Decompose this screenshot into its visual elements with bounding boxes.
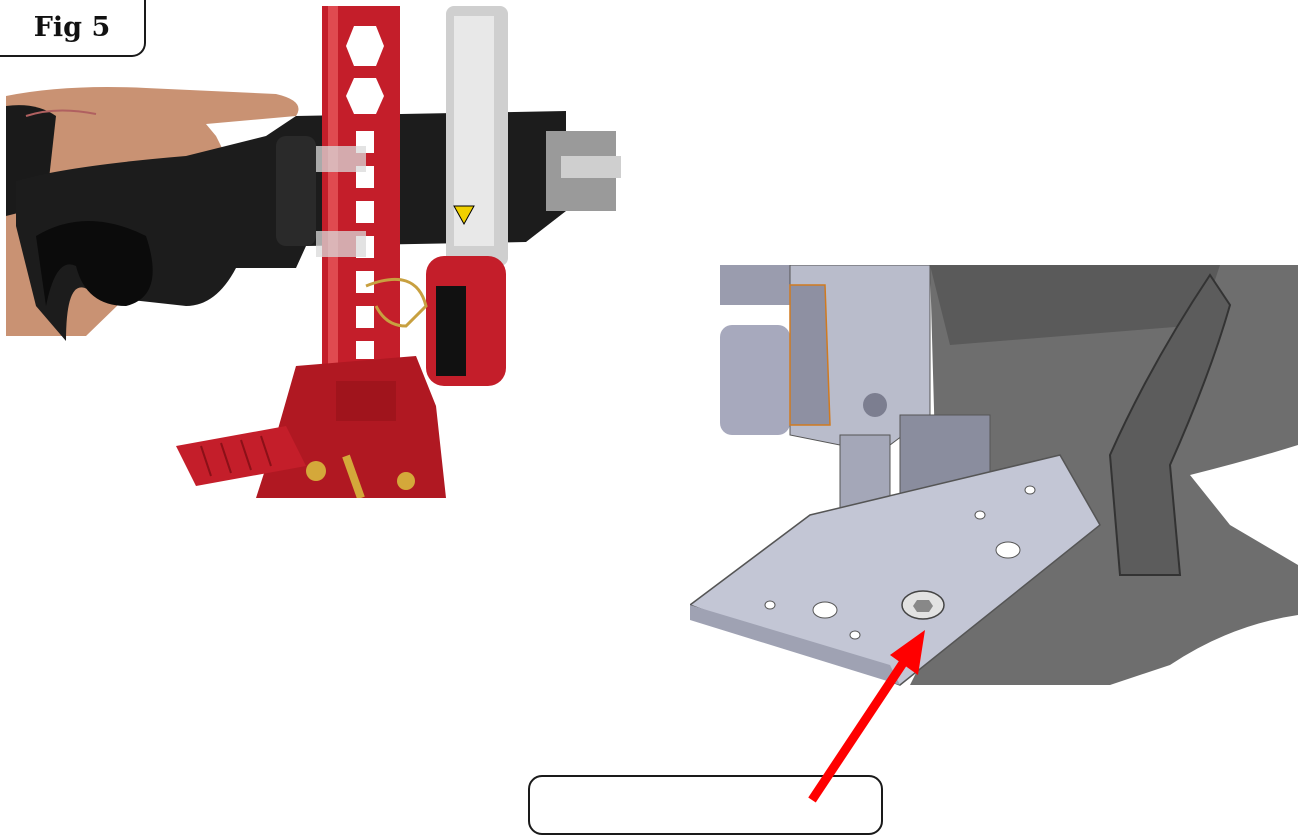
figure-label-text: Fig 5 bbox=[33, 12, 111, 43]
mount-bracket-cad bbox=[690, 265, 1298, 686]
figure-label: Fig 5 bbox=[0, 0, 146, 57]
callout-box bbox=[528, 775, 883, 835]
jack-mount-photo bbox=[6, 6, 621, 498]
